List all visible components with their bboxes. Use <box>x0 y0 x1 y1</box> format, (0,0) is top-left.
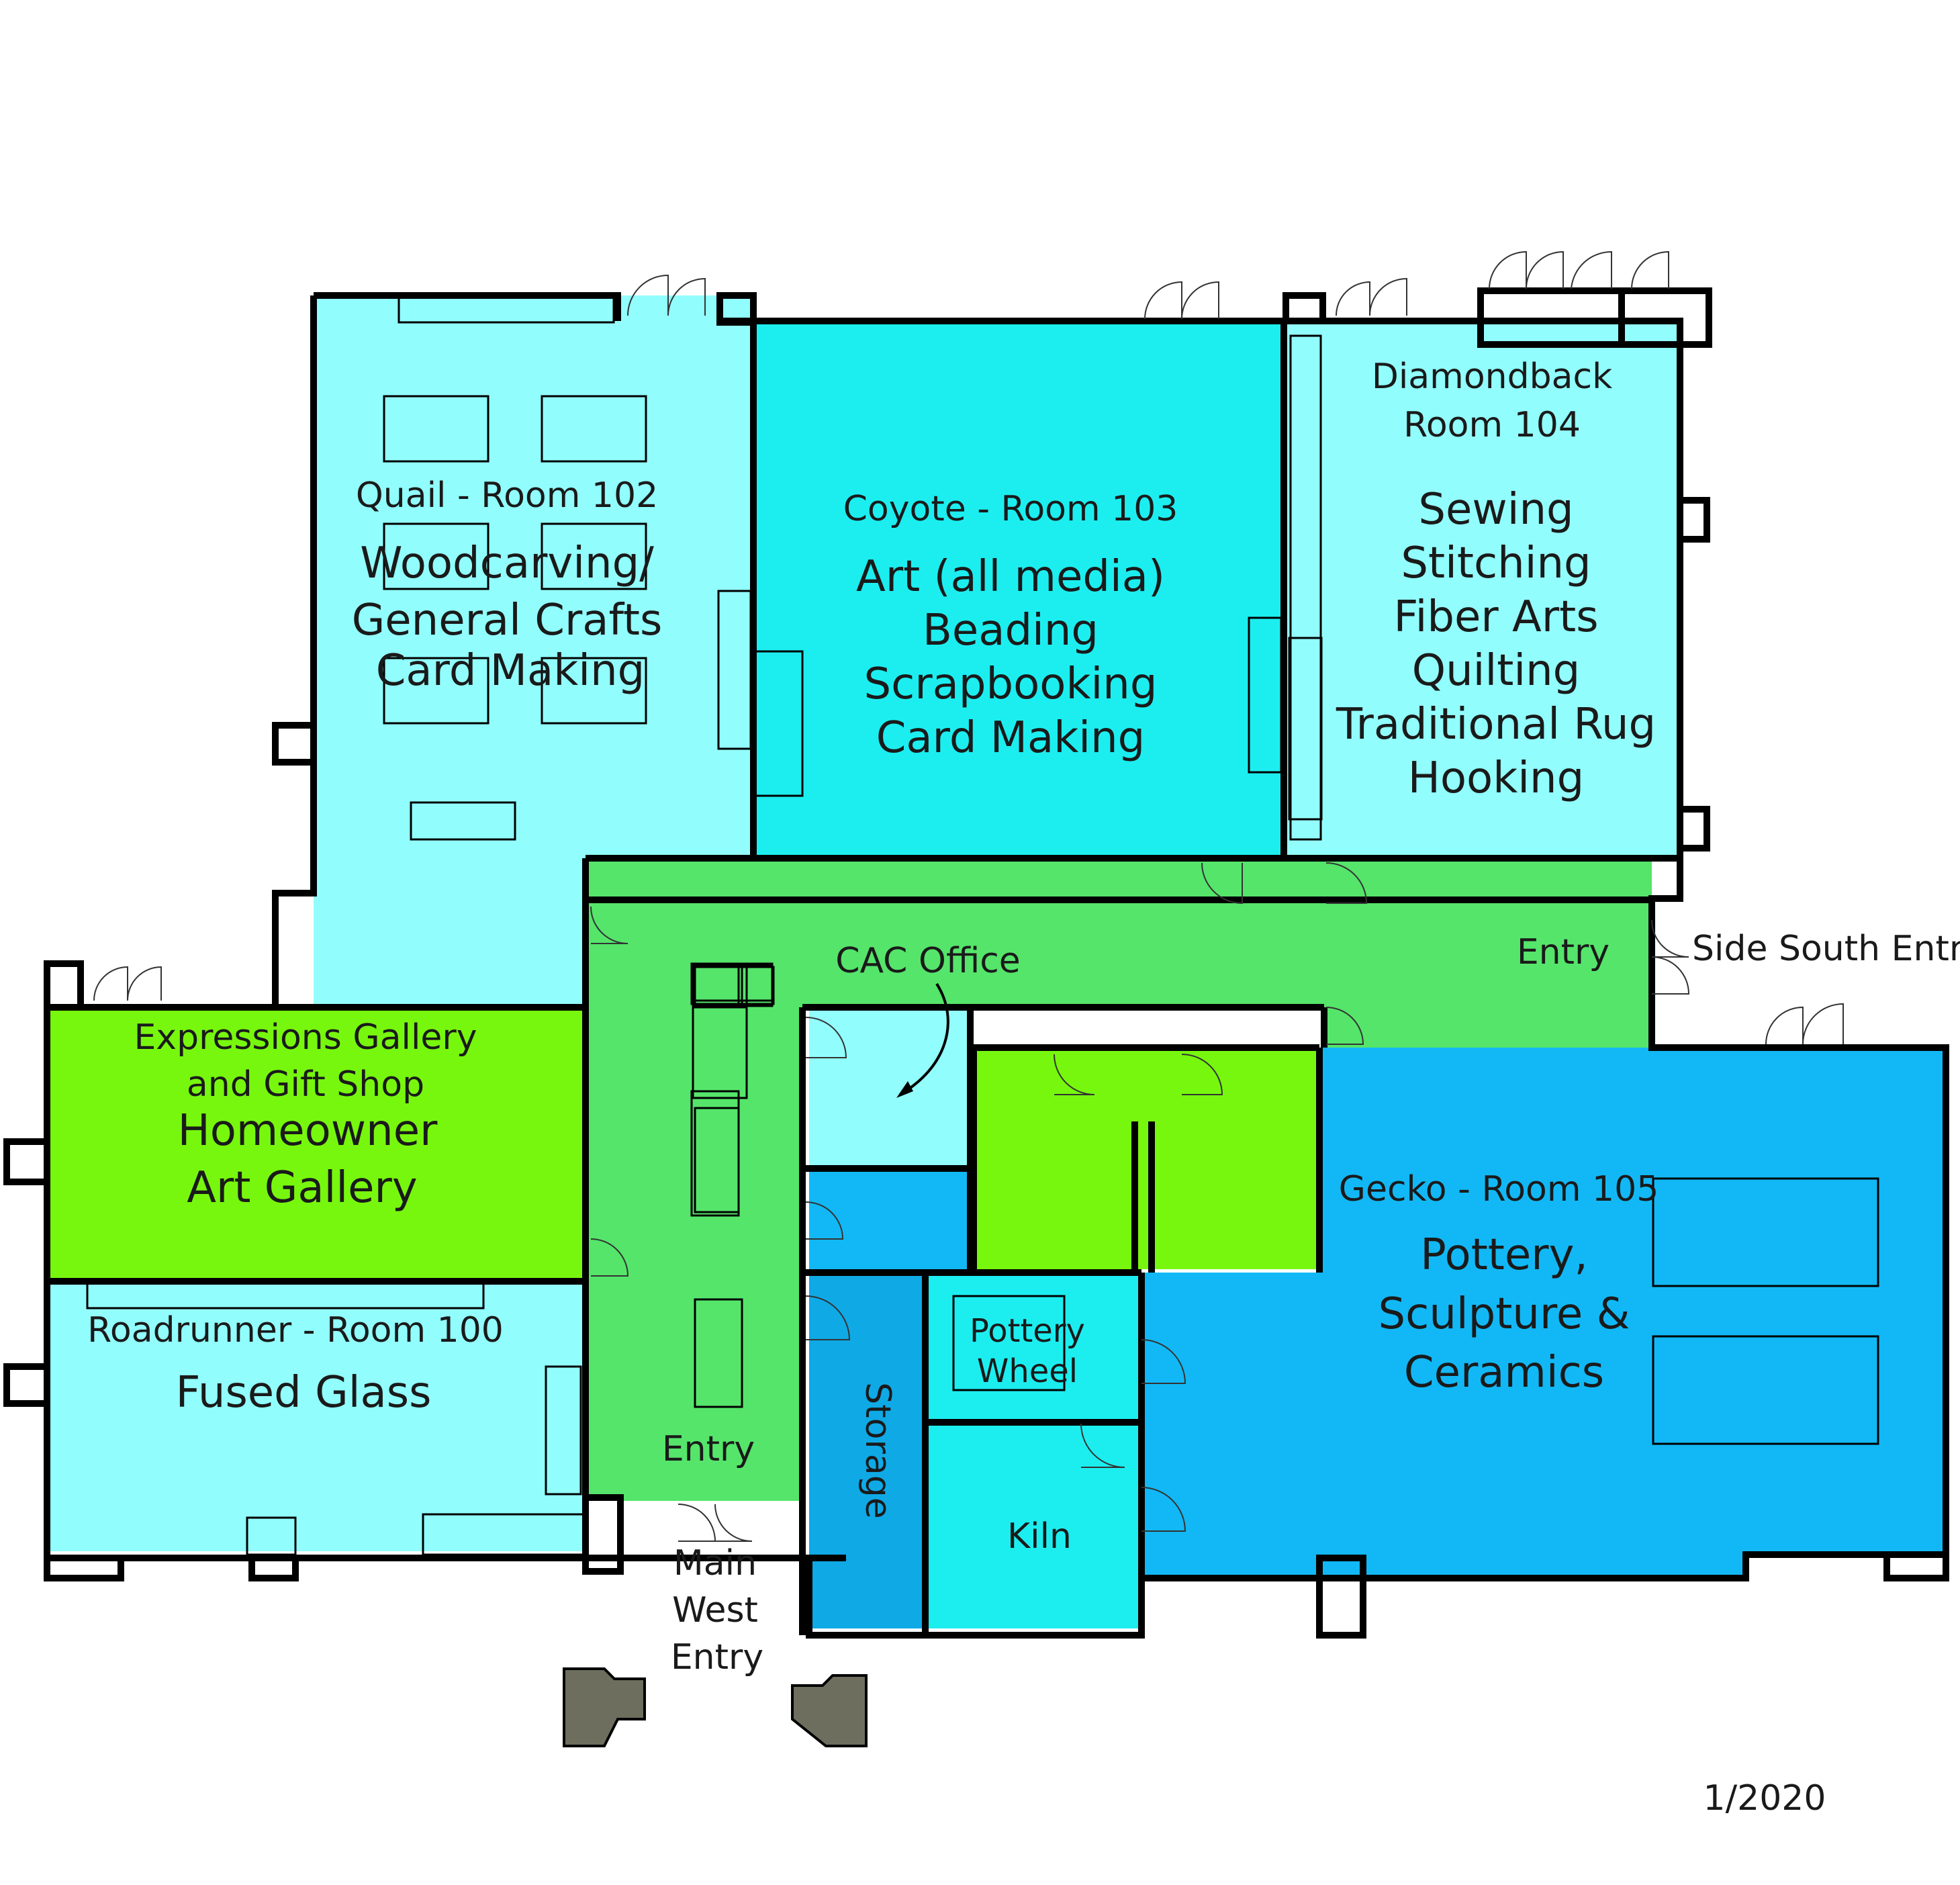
planter-left-icon <box>563 1667 646 1747</box>
expressions-use-2: Art Gallery <box>187 1163 417 1213</box>
quail-use-3: Card Making <box>376 646 645 696</box>
roadrunner-use-1: Fused Glass <box>176 1368 432 1418</box>
gecko-name: Gecko - Room 105 <box>1339 1169 1659 1209</box>
kiln-label: Kiln <box>1007 1516 1072 1557</box>
pottery-wheel-label-2: Wheel <box>977 1352 1078 1390</box>
planter-right-icon <box>791 1674 868 1747</box>
expressions-use-1: Homeowner <box>178 1106 438 1156</box>
diamondback-use-1: Sewing <box>1418 485 1573 535</box>
gecko-use-1: Pottery, <box>1420 1230 1588 1280</box>
diamondback-use-4: Quilting <box>1412 646 1581 696</box>
main-west-entry-label-3: Entry <box>671 1637 763 1677</box>
quail-use-2: General Crafts <box>352 596 663 645</box>
gecko-use-2: Sculpture & <box>1379 1289 1630 1339</box>
cac-office-label: CAC Office <box>835 941 1021 981</box>
main-west-entry-label-1: Main <box>673 1543 757 1583</box>
diamondback-name-1: Diamondback <box>1372 357 1612 397</box>
entry-west-label: Entry <box>662 1429 755 1469</box>
room-diamondback-fill[interactable] <box>1284 321 1680 858</box>
expressions-name-2: and Gift Shop <box>187 1064 424 1105</box>
doors <box>93 250 1844 1542</box>
room-expressions-fill[interactable] <box>47 1007 586 1281</box>
restrooms-fill[interactable] <box>974 1051 1316 1269</box>
room-coyote-fill[interactable] <box>753 321 1284 858</box>
expressions-name-1: Expressions Gallery <box>134 1017 477 1058</box>
coyote-name: Coyote - Room 103 <box>843 489 1178 529</box>
quail-name: Quail - Room 102 <box>356 475 658 516</box>
room-cac-office-fill[interactable] <box>809 1011 970 1168</box>
room-pottery-wheel-fill[interactable] <box>927 1273 1138 1420</box>
quail-use-1: Woodcarving/ <box>360 539 654 588</box>
roadrunner-name: Roadrunner - Room 100 <box>87 1310 504 1350</box>
diamondback-use-6: Hooking <box>1408 753 1584 803</box>
room-quail-fill[interactable] <box>314 295 753 1007</box>
diamondback-use-2: Stitching <box>1401 539 1591 588</box>
coyote-use-2: Beading <box>923 606 1099 655</box>
closet-fill <box>809 1168 970 1271</box>
hallway-fill[interactable] <box>586 858 1652 1501</box>
coyote-use-3: Scrapbooking <box>864 659 1158 709</box>
coyote-use-1: Art (all media) <box>856 552 1165 602</box>
room-roadrunner-fill[interactable] <box>47 1281 586 1551</box>
diamondback-name-2: Room 104 <box>1403 405 1581 445</box>
pottery-wheel-label-1: Pottery <box>970 1312 1085 1350</box>
office-arrow-head-icon <box>896 1081 913 1098</box>
plan-date: 1/2020 <box>1704 1778 1826 1819</box>
furniture <box>86 294 1879 1556</box>
diamondback-use-5: Traditional Rug <box>1336 700 1656 749</box>
main-west-entry-label-2: West <box>672 1590 758 1630</box>
entry-east-label: Entry <box>1517 932 1609 972</box>
gecko-use-3: Ceramics <box>1404 1348 1604 1397</box>
interior-walls <box>47 321 1680 1635</box>
coyote-use-4: Card Making <box>876 713 1146 763</box>
diamondback-use-3: Fiber Arts <box>1393 592 1598 642</box>
office-arrow-icon <box>899 982 949 1096</box>
room-gecko-fill[interactable] <box>1141 1048 1946 1578</box>
room-storage-fill[interactable] <box>809 1273 923 1628</box>
room-kiln-fill[interactable] <box>927 1424 1138 1628</box>
side-south-entry-label: Side South Entry <box>1692 929 1960 969</box>
storage-label: Storage <box>857 1382 898 1518</box>
